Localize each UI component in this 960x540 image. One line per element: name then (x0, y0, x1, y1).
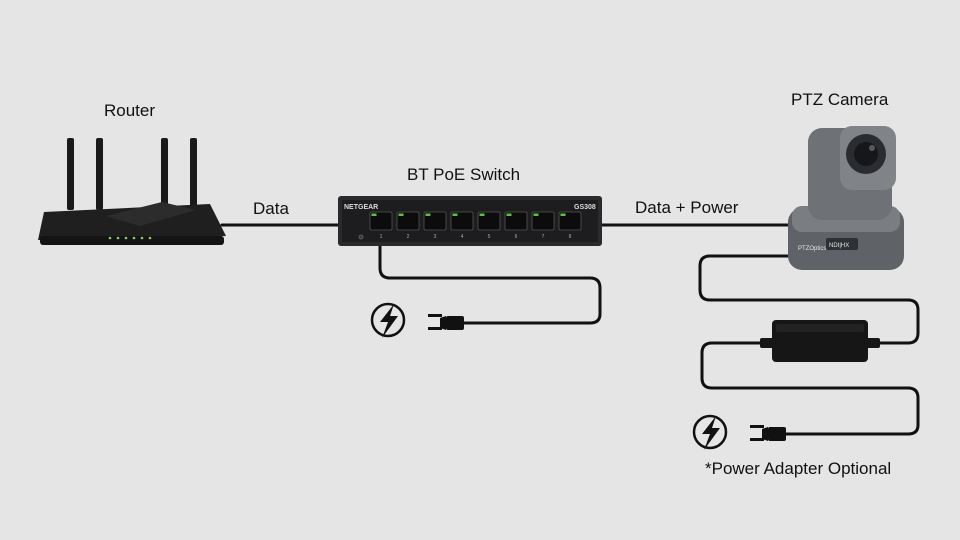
lightning-bolt-icon (370, 302, 406, 338)
switch-power-led (358, 234, 364, 240)
switch-port-number: 5 (488, 234, 491, 240)
switch-port (531, 211, 555, 231)
router-antenna (96, 138, 103, 210)
power-adapter-note: *Power Adapter Optional (705, 459, 892, 478)
camera-device: PTZOptics NDI|HX (788, 126, 904, 270)
camera-label: PTZ Camera (791, 90, 889, 109)
switch-port-number: 6 (515, 234, 518, 240)
camera-brand: PTZOptics (798, 246, 826, 252)
power-plug-icon (428, 314, 464, 330)
router-antenna (161, 138, 168, 210)
switch-port (369, 211, 393, 231)
switch-model: GS308 (574, 204, 596, 211)
switch-brand: NETGEAR (344, 204, 378, 211)
cables (220, 223, 920, 436)
adapter-ridge (776, 324, 864, 332)
switch-port-led (452, 213, 458, 216)
switch-port-led (560, 213, 566, 216)
switch-port-number: 1 (380, 234, 383, 240)
switch-port (450, 211, 474, 231)
router-base (40, 236, 224, 245)
camera-badge (826, 238, 858, 250)
switch-port (504, 211, 528, 231)
switch-port-number: 8 (569, 234, 572, 240)
switch-port-number: 7 (542, 234, 545, 240)
switch-port-led (371, 213, 377, 216)
data-power-label: Data + Power (635, 198, 739, 217)
switch-port (396, 211, 420, 231)
switch-ports: 1 2 3 4 5 6 7 8 (369, 211, 582, 240)
router-antenna (190, 138, 197, 210)
switch-device: NETGEAR GS308 1 2 3 4 5 6 7 8 (338, 196, 602, 246)
camera-model: NDI|HX (829, 243, 849, 249)
power-plug-icon (750, 425, 786, 441)
data-label: Data (253, 199, 289, 218)
switch-port-number: 4 (461, 234, 464, 240)
router-device (38, 138, 226, 245)
switch-port-number: 3 (434, 234, 437, 240)
switch-port (423, 211, 447, 231)
camera-lens-glare (869, 145, 875, 151)
router-antenna (67, 138, 74, 210)
router-leds (108, 236, 152, 240)
camera-adapter-cable (698, 254, 920, 345)
switch-port-led (398, 213, 404, 216)
switch-port-led (425, 213, 431, 216)
switch-port-led (506, 213, 512, 216)
switch-label: BT PoE Switch (407, 165, 521, 184)
switch-port-led (479, 213, 485, 216)
adapter-strain-relief (760, 338, 774, 348)
adapter-output-cable (700, 341, 920, 436)
camera-lens-inner (854, 142, 878, 166)
adapter-strain-relief (866, 338, 880, 348)
switch-power-cable (378, 238, 602, 325)
switch-port (558, 211, 582, 231)
switch-port (477, 211, 501, 231)
switch-port-led (533, 213, 539, 216)
lightning-bolt-icon (692, 414, 728, 450)
router-top-panel (106, 202, 196, 226)
switch-port-number: 2 (407, 234, 410, 240)
router-label: Router (104, 101, 156, 120)
power-adapter (760, 320, 880, 362)
